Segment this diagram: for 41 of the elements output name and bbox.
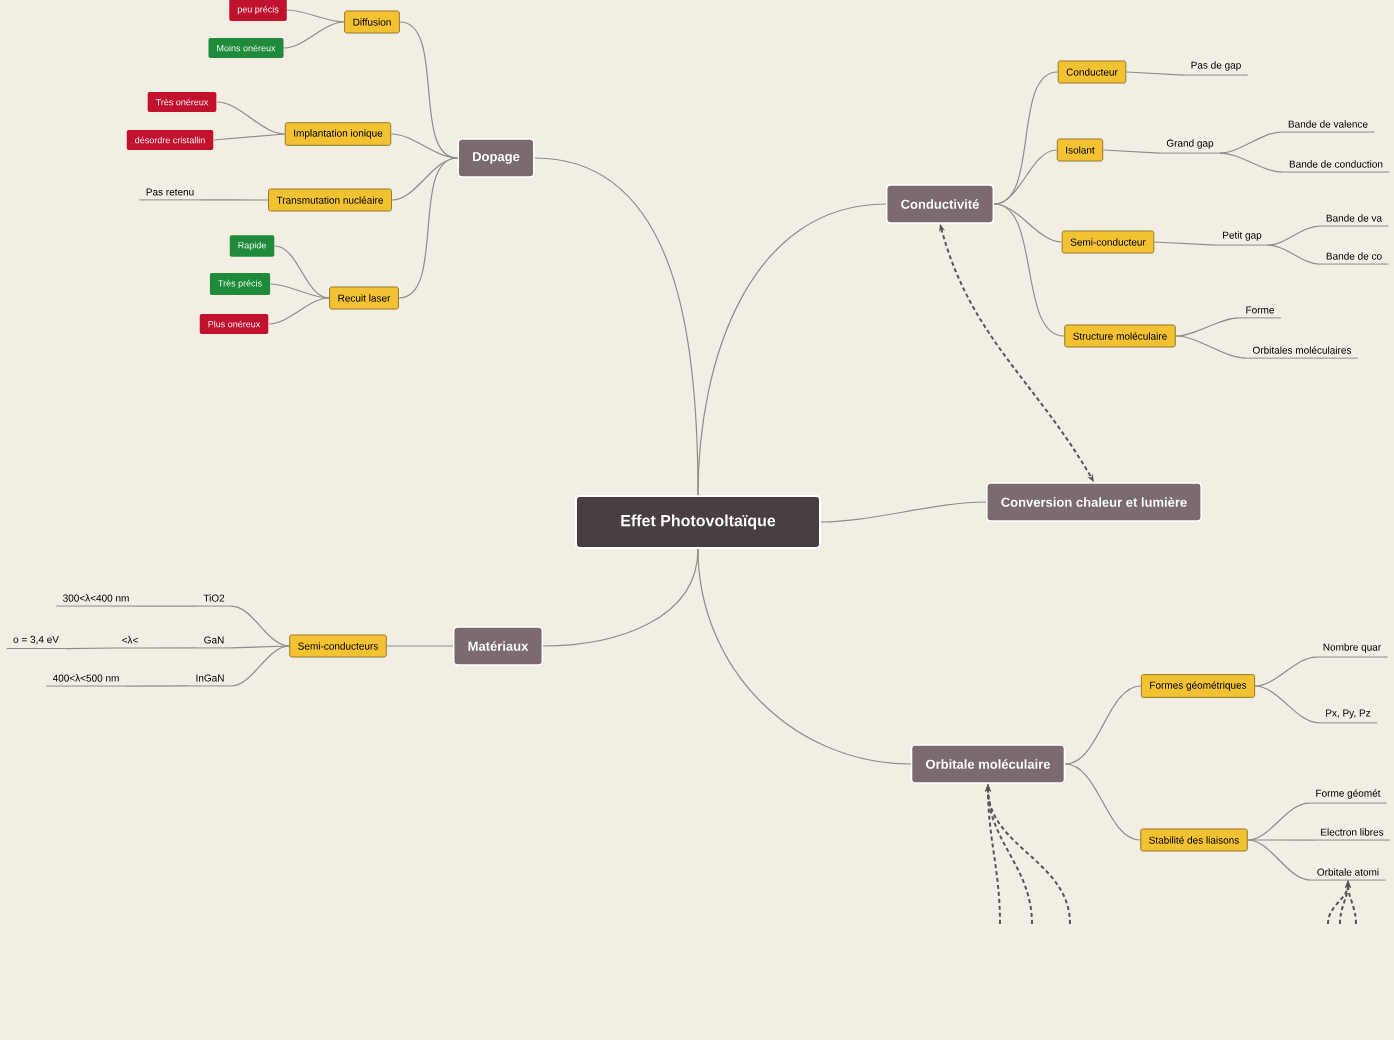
connector-line — [144, 647, 198, 649]
connector-line — [1247, 839, 1312, 881]
connector-line — [269, 283, 330, 299]
connector-line — [386, 645, 454, 647]
connector-line — [1219, 131, 1283, 154]
connector-line — [398, 157, 458, 299]
connector-line — [1267, 225, 1321, 246]
connector-line — [697, 203, 887, 496]
connector-line — [390, 133, 458, 159]
connector-line — [216, 101, 286, 135]
connector-line — [135, 605, 198, 607]
connector-line — [1102, 149, 1161, 154]
central-topic-box: Effet Photovoltaïque — [575, 495, 821, 549]
connector-line — [64, 647, 116, 650]
connector-line — [1153, 241, 1217, 246]
connector-line — [697, 548, 912, 765]
connector-line — [1247, 802, 1310, 841]
connector-line — [1125, 71, 1185, 76]
connector-line — [993, 203, 1065, 337]
connector-line — [213, 133, 286, 141]
connector-line — [1064, 685, 1142, 765]
connector-line — [230, 645, 290, 649]
connector-line — [1175, 335, 1247, 359]
connector-line — [268, 297, 330, 325]
connector-line — [1267, 244, 1321, 265]
connector-line — [125, 685, 190, 687]
connector-line — [1254, 656, 1317, 687]
connector-line — [1247, 839, 1315, 841]
connector-line — [1254, 685, 1320, 724]
connector-line — [1175, 317, 1240, 337]
connector-line — [1064, 763, 1141, 841]
connector-line — [230, 645, 290, 687]
connector-line — [1219, 152, 1284, 173]
connector-line — [286, 9, 345, 23]
connector-line — [230, 605, 290, 647]
connector-line — [200, 199, 269, 201]
connector-line — [993, 149, 1058, 205]
connector-line — [283, 21, 345, 49]
connector-line — [820, 501, 987, 523]
connector-line — [399, 21, 458, 159]
connector-line — [274, 245, 330, 299]
